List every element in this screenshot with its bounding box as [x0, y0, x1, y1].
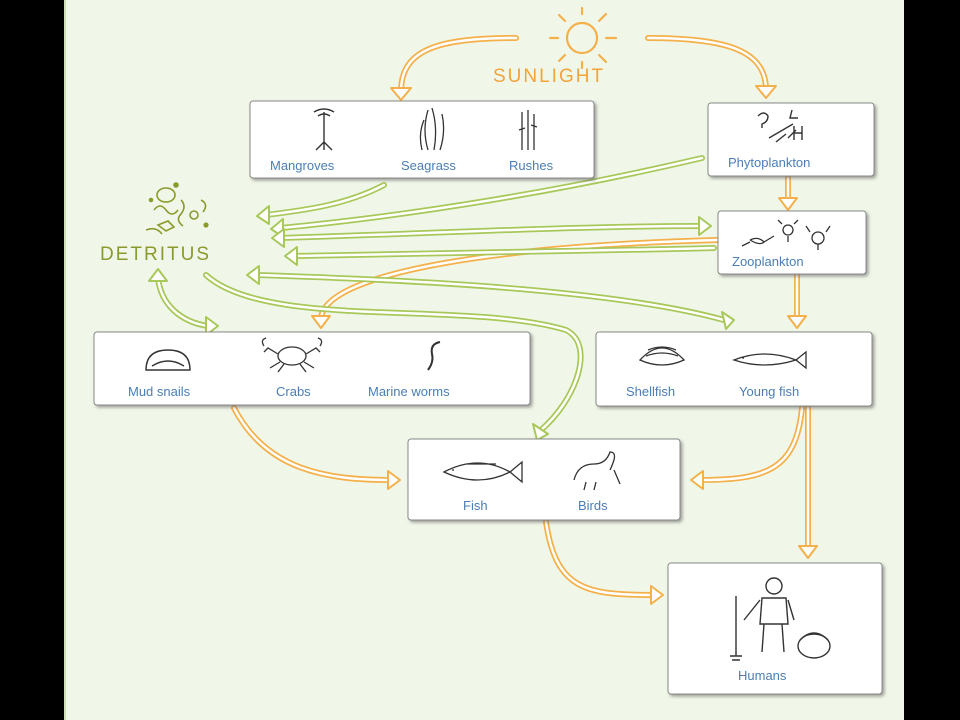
predator-label-fish: Fish — [463, 498, 488, 513]
zooplankton-label: Zooplankton — [732, 254, 804, 269]
arrow-zooplankton-to-detritus — [284, 245, 717, 266]
node-benthic: Mud snails Crabs Marine worms — [93, 331, 531, 406]
node-humans: Humans — [667, 562, 883, 695]
arrow-secondary-to-humans — [798, 405, 818, 559]
arrow-predators-to-humans — [543, 519, 664, 605]
node-zooplankton: Zooplankton — [717, 210, 867, 275]
orange-arrows — [231, 35, 818, 605]
crab-icon — [261, 337, 323, 373]
arrow-zoo-to-secondary — [787, 272, 807, 329]
fish-icon — [442, 460, 523, 484]
diagram-canvas: SUNLIGHT DETRITUS Mangroves Seagrass Rus… — [64, 0, 904, 720]
humans-label: Humans — [738, 668, 787, 683]
benthic-label-marine-worms: Marine worms — [368, 384, 450, 399]
arrow-phyto-to-zoo — [778, 175, 798, 211]
benthic-label-crabs: Crabs — [276, 384, 311, 399]
sun-icon — [548, 6, 618, 70]
detritus-label: DETRITUS — [100, 244, 211, 265]
mud-snail-icon — [145, 349, 191, 371]
mangrove-icon — [313, 108, 335, 151]
rushes-icon — [518, 110, 538, 150]
plant-label-rushes: Rushes — [509, 158, 554, 173]
arrow-benthic-to-predators — [231, 405, 401, 490]
arrow-detritus-secondary — [246, 265, 735, 330]
sunlight-label: SUNLIGHT — [493, 66, 605, 87]
human-icon — [730, 577, 831, 661]
arrow-zoo-to-benthic — [311, 237, 721, 329]
arrow-detritus-benthic — [148, 268, 219, 336]
detritus-icon — [145, 182, 209, 235]
plant-label-mangroves: Mangroves — [270, 158, 335, 173]
shellfish-icon — [638, 346, 686, 366]
node-phytoplankton: Phytoplankton — [707, 102, 875, 177]
marine-worm-icon — [427, 341, 441, 371]
seagrass-icon — [419, 107, 445, 151]
plant-label-seagrass: Seagrass — [401, 158, 456, 173]
predator-label-birds: Birds — [578, 498, 608, 513]
node-predators: Fish Birds — [407, 438, 681, 521]
secondary-label-shellfish: Shellfish — [626, 384, 675, 399]
node-secondary: Shellfish Young fish — [595, 331, 873, 407]
bird-icon — [573, 451, 621, 491]
zooplankton-icon — [741, 219, 831, 250]
arrow-detritus-zooplankton — [271, 216, 712, 248]
green-arrows — [148, 155, 735, 441]
arrow-sun-to-plants — [390, 35, 519, 101]
food-web-diagram: SUNLIGHT DETRITUS Mangroves Seagrass Rus… — [93, 6, 883, 695]
phytoplankton-label: Phytoplankton — [728, 155, 810, 170]
young-fish-icon — [732, 350, 807, 370]
arrow-sun-to-phytoplankton — [645, 35, 777, 99]
node-plants: Mangroves Seagrass Rushes — [249, 100, 595, 179]
arrow-plants-to-detritus — [256, 182, 387, 225]
arrow-secondary-to-predators — [690, 405, 805, 490]
benthic-label-mud-snails: Mud snails — [128, 384, 191, 399]
secondary-label-young-fish: Young fish — [739, 384, 799, 399]
arrow-detritus-to-predators — [203, 272, 584, 441]
phytoplankton-icon — [757, 109, 803, 143]
